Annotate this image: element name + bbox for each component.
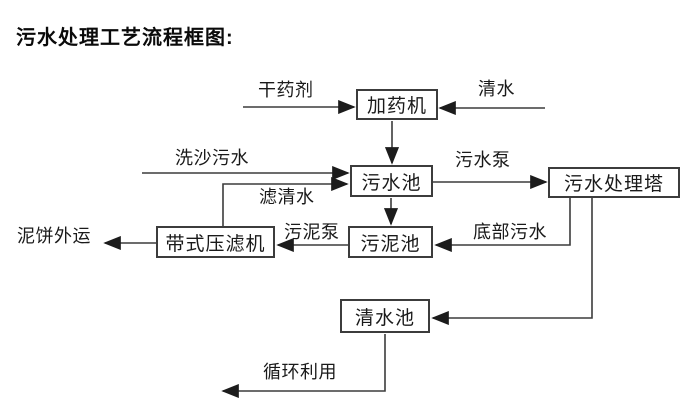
edge-label-sewage-pump: 污水泵 — [455, 150, 511, 170]
edge-label-filtered-water: 滤清水 — [259, 187, 315, 207]
edge-label-sand-washing-sewage: 洗沙污水 — [175, 148, 249, 168]
edge-label-bottom-sewage: 底部污水 — [473, 222, 547, 242]
arrow-filtered-water-to-sewage-pool — [222, 176, 349, 226]
edge-label-dry-agent: 干药剂 — [258, 80, 314, 100]
node-belt-filter-press: 带式压滤机 — [156, 226, 275, 258]
node-sludge-pool-label: 污泥池 — [360, 233, 421, 255]
node-dosing-machine-label: 加药机 — [366, 96, 427, 117]
edge-label-clean-water: 清水 — [478, 79, 515, 99]
edge-label-mud-cake-transport: 泥饼外运 — [17, 226, 91, 246]
arrow-bottom-sewage-to-sludge-pool — [434, 198, 571, 253]
arrow-tower-to-clean-water-pool — [431, 198, 593, 326]
page-title: 污水处理工艺流程框图: — [16, 27, 234, 49]
node-sewage-pool-label: 污水池 — [361, 172, 422, 194]
node-sludge-pool: 污泥池 — [348, 226, 433, 258]
node-sewage-pool: 污水池 — [350, 165, 433, 197]
node-clean-water-pool: 清水池 — [340, 299, 430, 333]
arrow-recycling-out — [221, 334, 386, 399]
node-belt-filter-press-label: 带式压滤机 — [165, 233, 266, 255]
node-dosing-machine: 加药机 — [356, 89, 438, 120]
node-clean-water-pool-label: 清水池 — [354, 307, 415, 329]
edge-label-sludge-pump: 污泥泵 — [284, 222, 340, 242]
edge-label-recycling: 循环利用 — [263, 362, 337, 382]
node-sewage-treatment-tower-label: 污水处理塔 — [563, 174, 664, 195]
node-sewage-treatment-tower: 污水处理塔 — [548, 167, 680, 198]
